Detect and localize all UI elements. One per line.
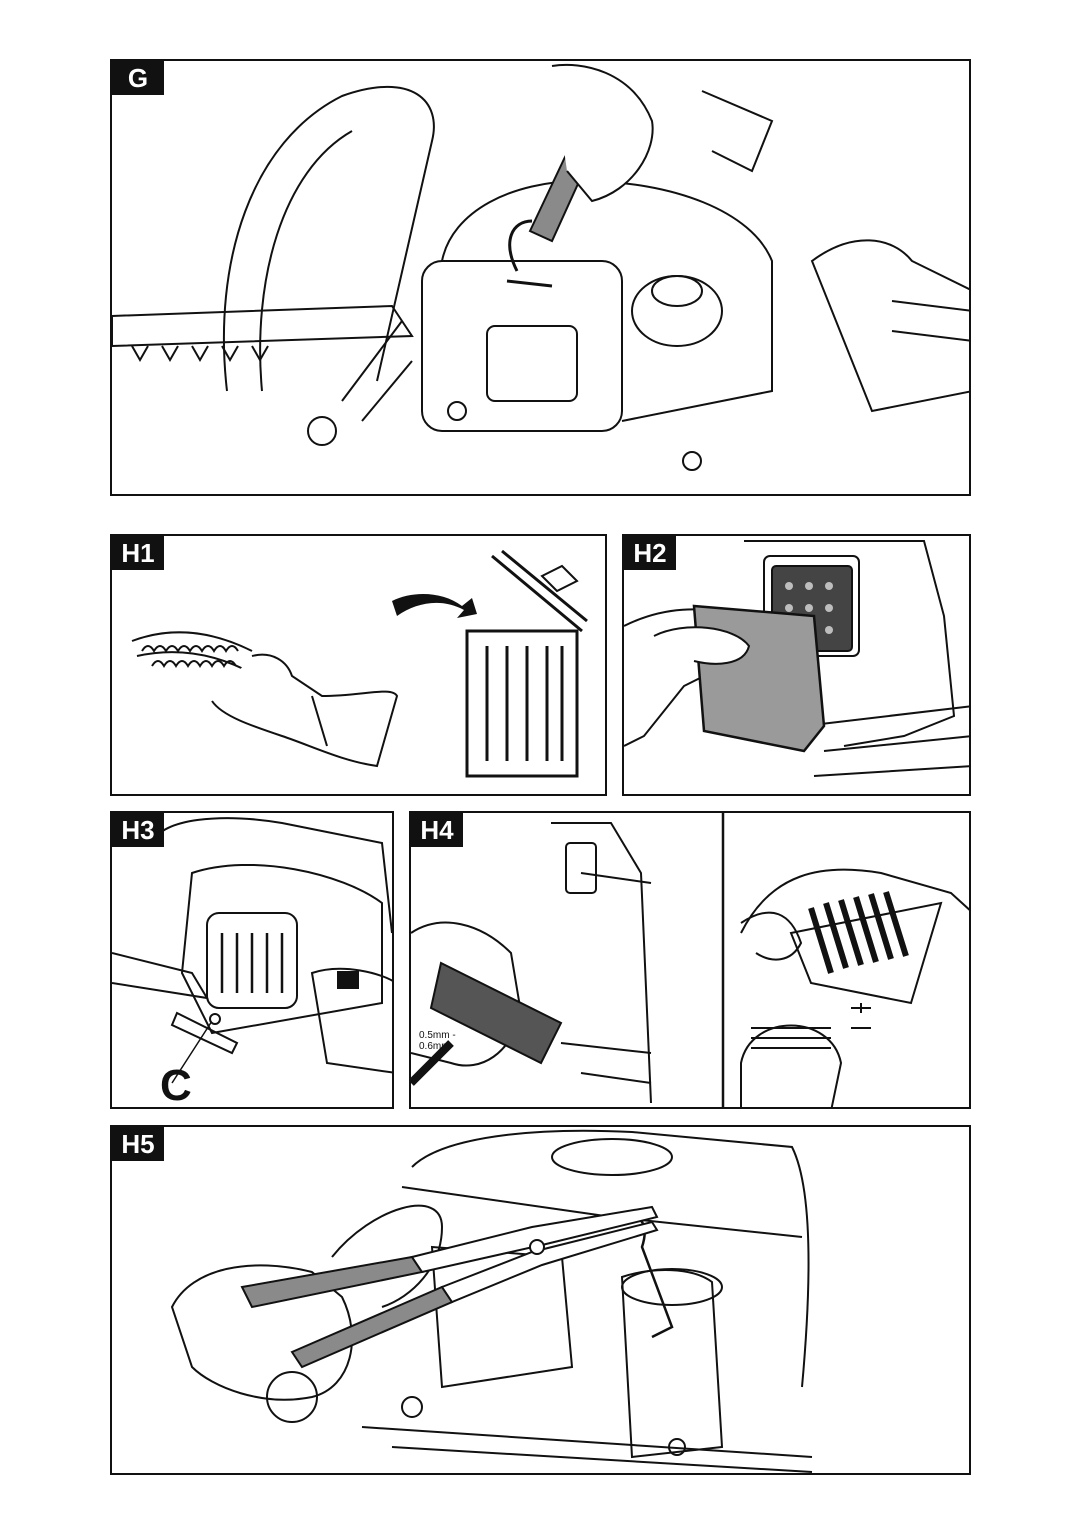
gap-max-value: 0.6mm bbox=[419, 1041, 450, 1052]
panel-h1: H1 bbox=[110, 534, 607, 796]
fuel-filter-pliers-illustration bbox=[170, 1129, 813, 1473]
carburetor-adjustment-illustration bbox=[112, 63, 969, 471]
screw-callout-c: C bbox=[160, 1061, 192, 1109]
panel-label: H2 bbox=[624, 536, 676, 570]
panel-label: G bbox=[112, 61, 164, 95]
panel-h3: H3 C bbox=[110, 811, 394, 1109]
panel-h2: H2 bbox=[622, 534, 971, 796]
panel-label: H3 bbox=[112, 813, 164, 847]
muffler-screw-illustration bbox=[112, 817, 392, 1084]
dispose-blades-illustration bbox=[131, 549, 588, 778]
electrode-gap-label: 0.5mm - 0.6mm bbox=[419, 1030, 456, 1052]
panel-g: G bbox=[110, 59, 971, 496]
panel-label: H1 bbox=[112, 536, 164, 570]
panel-label: H4 bbox=[411, 813, 463, 847]
panel-h4: H4 0.5mm - 0.6mm bbox=[409, 811, 971, 1109]
air-filter-illustration bbox=[624, 540, 969, 777]
panel-h5: H5 bbox=[110, 1125, 971, 1475]
gap-min-value: 0.5mm - bbox=[419, 1030, 456, 1041]
spark-plug-illustration bbox=[411, 813, 969, 1107]
panel-label: H5 bbox=[112, 1127, 164, 1161]
